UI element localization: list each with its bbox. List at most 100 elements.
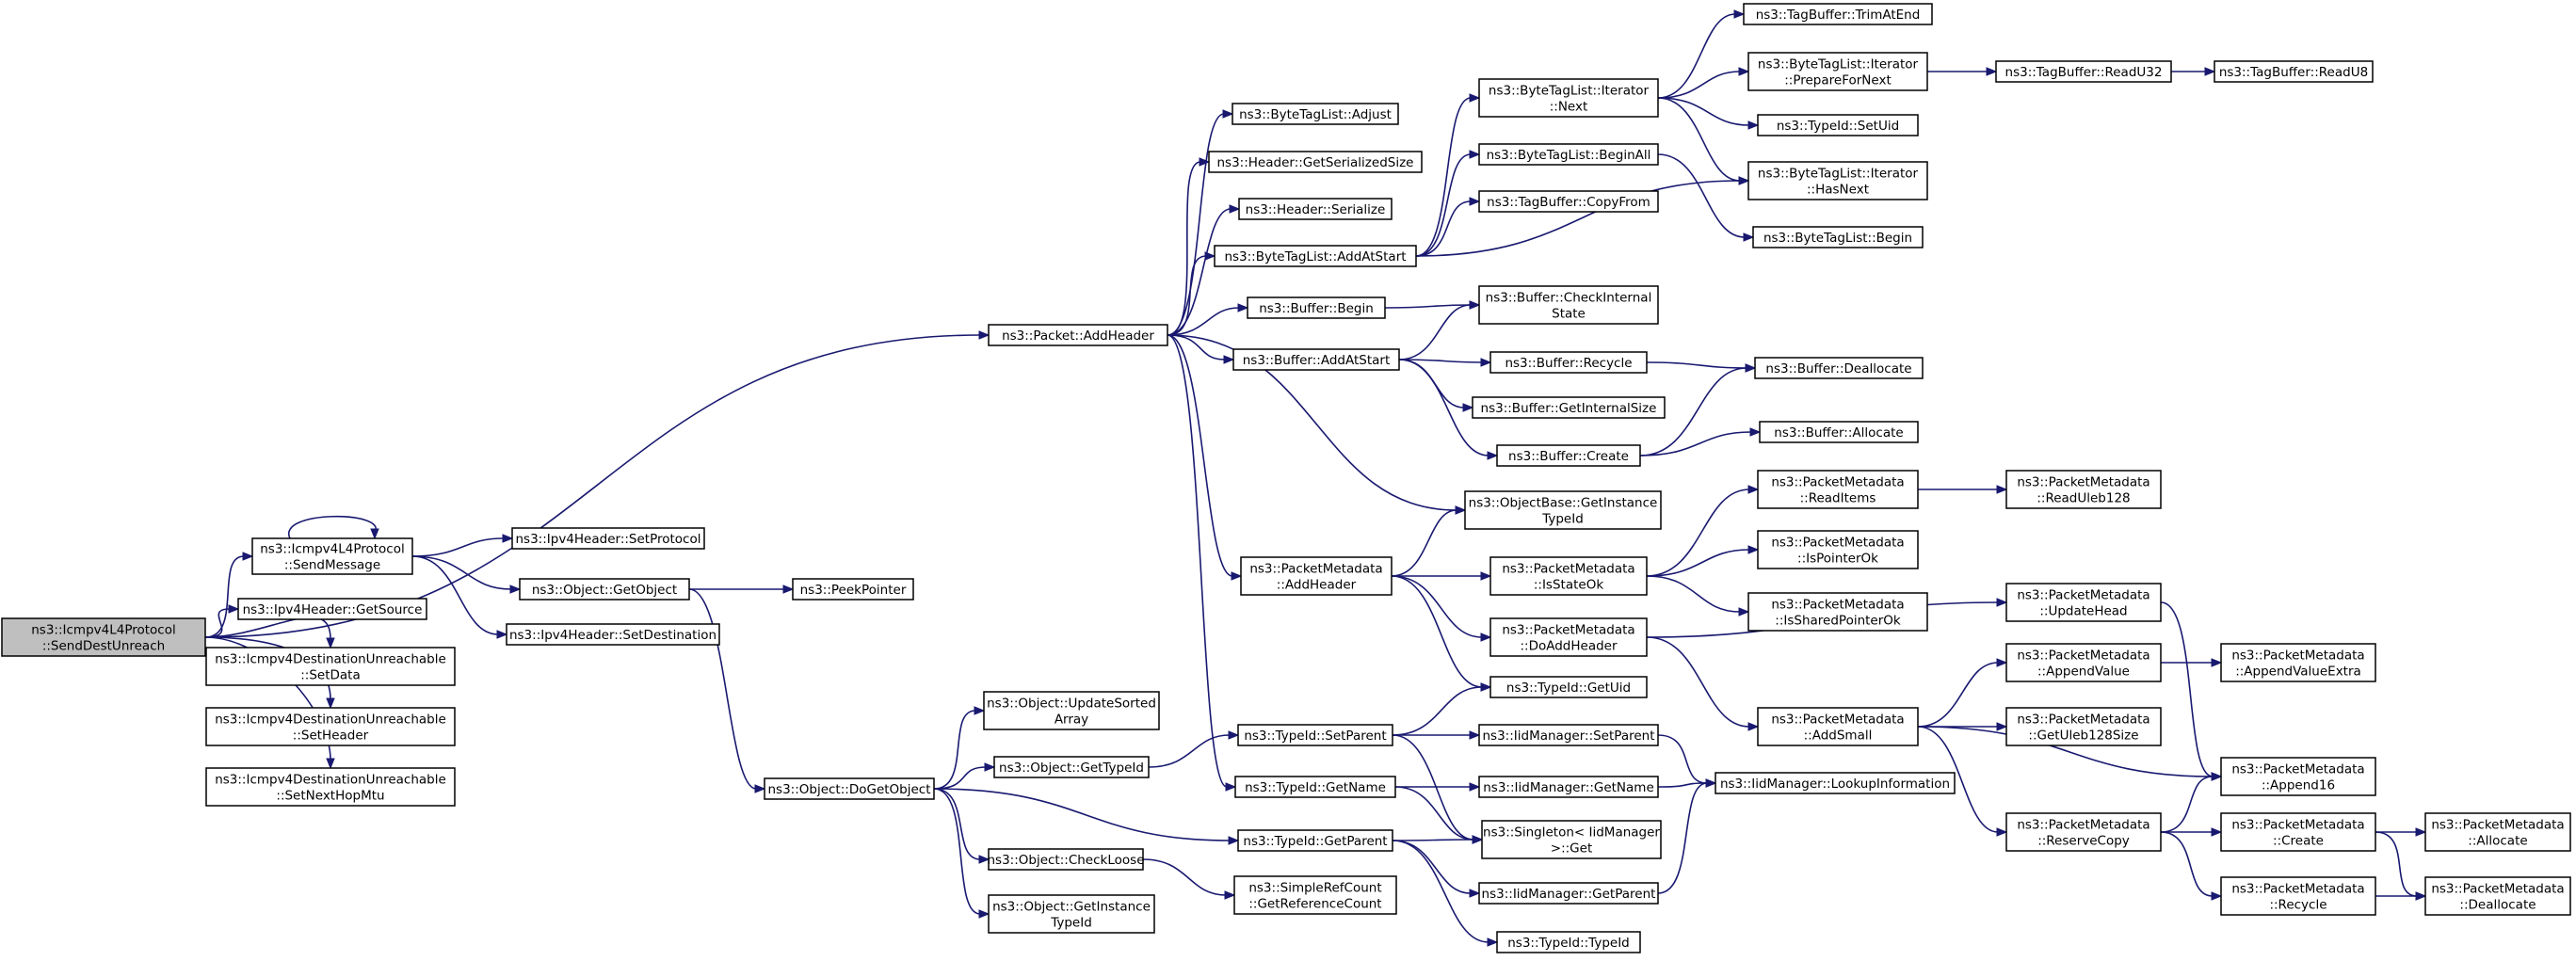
graph-node[interactable]: ns3::TypeId::SetUid <box>1757 114 1919 136</box>
edge-line <box>933 766 987 790</box>
node-label: ns3::PacketMetadata <box>2231 818 2364 833</box>
graph-node[interactable]: ns3::PacketMetadata::Allocate <box>2424 812 2571 852</box>
edge-line <box>1142 858 1227 896</box>
edge-line <box>1646 575 1741 613</box>
graph-node[interactable]: ns3::Buffer::Begin <box>1247 296 1386 319</box>
graph-node[interactable]: ns3::TagBuffer::ReadU8 <box>2214 60 2374 83</box>
graph-node[interactable]: ns3::PeekPointer <box>792 578 914 601</box>
arrowhead-icon <box>1738 607 1750 617</box>
graph-node[interactable]: ns3::IidManager::SetParent <box>1478 724 1659 746</box>
graph-node[interactable]: ns3::TagBuffer::CopyFrom <box>1478 190 1659 213</box>
graph-node[interactable]: ns3::PacketMetadata::Recycle <box>2220 876 2376 916</box>
graph-node[interactable]: ns3::TypeId::GetUid <box>1489 676 1648 698</box>
graph-node[interactable]: ns3::Buffer::GetInternalSize <box>1472 396 1666 419</box>
graph-node[interactable]: ns3::TypeId::TypeId <box>1496 931 1641 953</box>
edge-line <box>1391 575 1483 688</box>
graph-node[interactable]: ns3::Icmpv4DestinationUnreachable::SetNe… <box>205 767 456 807</box>
graph-node[interactable]: ns3::PacketMetadata::AddSmall <box>1757 707 1919 746</box>
node-label: ns3::TypeId::SetParent <box>1244 729 1386 744</box>
graph-node[interactable]: ns3::PacketMetadata::Deallocate <box>2424 876 2571 916</box>
call-edge <box>2160 772 2223 833</box>
graph-node[interactable]: ns3::Buffer::Create <box>1496 444 1641 467</box>
node-label: ns3::Buffer::Create <box>1508 449 1629 464</box>
graph-node[interactable]: ns3::TypeId::GetName <box>1234 776 1396 798</box>
node-label: ns3::ByteTagList::Iterator <box>1489 84 1650 99</box>
arrowhead-icon <box>1480 358 1492 367</box>
graph-node[interactable]: ns3::ByteTagList::BeginAll <box>1478 143 1659 166</box>
graph-node[interactable]: ns3::PacketMetadata::Append16 <box>2220 757 2376 796</box>
graph-node[interactable]: ns3::Buffer::Deallocate <box>1754 357 1924 379</box>
graph-node[interactable]: ns3::Icmpv4DestinationUnreachable::SetHe… <box>205 707 456 746</box>
edge-line <box>1398 359 1489 456</box>
graph-node[interactable]: ns3::ByteTagList::Adjust <box>1232 103 1399 125</box>
graph-node[interactable]: ns3::IidManager::GetParent <box>1478 882 1659 905</box>
graph-node[interactable]: ns3::ByteTagList::Begin <box>1752 226 1924 248</box>
graph-node[interactable]: ns3::Packet::AddHeader <box>988 324 1168 346</box>
graph-node[interactable]: ns3::Ipv4Header::SetDestination <box>506 623 720 646</box>
call-edge <box>204 552 254 638</box>
graph-node[interactable]: ns3::Buffer::AddAtStart <box>1232 348 1400 371</box>
node-box <box>1481 820 1662 859</box>
graph-node[interactable]: ns3::PacketMetadata::ReadItems <box>1757 470 1919 509</box>
arrowhead-icon <box>1204 251 1216 261</box>
graph-node[interactable]: ns3::Icmpv4L4Protocol::SendDestUnreach <box>1 617 206 657</box>
graph-node[interactable]: ns3::TypeId::SetParent <box>1237 724 1393 746</box>
graph-node[interactable]: ns3::Buffer::Recycle <box>1489 351 1648 374</box>
graph-node[interactable]: ns3::ByteTagList::Iterator::Next <box>1478 78 1659 118</box>
node-label: Array <box>1055 713 1088 728</box>
node-label: ns3::Object::DoGetObject <box>767 782 930 797</box>
graph-node[interactable]: ns3::PacketMetadata::IsPointerOk <box>1757 530 1919 569</box>
arrowhead-icon <box>1469 150 1481 159</box>
node-label: ns3::TypeId::GetParent <box>1243 834 1387 849</box>
node-label: ns3::PacketMetadata <box>1502 562 1634 577</box>
node-label: ::ReserveCopy <box>2037 834 2130 849</box>
graph-node[interactable]: ns3::Object::CheckLoose <box>987 848 1145 871</box>
graph-node[interactable]: ns3::ByteTagList::AddAtStart <box>1214 245 1417 267</box>
call-edge <box>1395 782 1481 792</box>
arrowhead-icon <box>1237 303 1249 312</box>
arrowhead-icon <box>1747 485 1760 494</box>
graph-node[interactable]: ns3::Icmpv4L4Protocol::SendMessage <box>251 537 413 575</box>
graph-node[interactable]: ns3::Header::Serialize <box>1238 198 1393 220</box>
graph-node[interactable]: ns3::Ipv4Header::SetProtocol <box>511 527 705 550</box>
graph-node[interactable]: ns3::ByteTagList::Iterator::HasNext <box>1747 161 1928 200</box>
graph-node[interactable]: ns3::TypeId::GetParent <box>1237 829 1393 852</box>
node-box <box>2220 643 2376 682</box>
graph-node[interactable]: ns3::Singleton< IidManager >::Get <box>1481 820 1662 859</box>
arrowhead-icon <box>502 534 514 543</box>
graph-node[interactable]: ns3::PacketMetadata::UpdateHead <box>2005 583 2162 622</box>
graph-node[interactable]: ns3::TagBuffer::ReadU32 <box>1995 60 2172 83</box>
graph-node[interactable]: ns3::Header::GetSerializedSize <box>1208 151 1423 173</box>
node-label: ns3::PacketMetadata <box>2017 713 2149 728</box>
graph-node[interactable]: ns3::PacketMetadata::IsSharedPointerOk <box>1747 592 1928 632</box>
graph-node[interactable]: ns3::PacketMetadata::GetUleb128Size <box>2005 707 2162 746</box>
graph-node[interactable]: ns3::IidManager::LookupInformation <box>1715 772 1956 794</box>
graph-node[interactable]: ns3::PacketMetadata::DoAddHeader <box>1489 617 1648 657</box>
graph-node[interactable]: ns3::Object::DoGetObject <box>764 777 935 800</box>
graph-node[interactable]: ns3::SimpleRefCount::GetReferenceCount <box>1233 875 1397 915</box>
graph-node[interactable]: ns3::Icmpv4DestinationUnreachable::SetDa… <box>205 647 456 686</box>
graph-node[interactable]: ns3::PacketMetadata::ReadUleb128 <box>2005 470 2162 509</box>
graph-node[interactable]: ns3::PacketMetadata::Create <box>2220 812 2376 852</box>
graph-node[interactable]: ns3::Object::GetObject <box>519 578 690 601</box>
graph-node[interactable]: ns3::ByteTagList::Iterator::PrepareForNe… <box>1747 52 1928 91</box>
graph-node[interactable]: ns3::Object::GetTypeId <box>993 756 1150 778</box>
edge-line <box>1657 97 1750 126</box>
node-label: ns3::ByteTagList::Iterator <box>1758 167 1919 182</box>
graph-node[interactable]: ns3::PacketMetadata::ReserveCopy <box>2005 812 2162 852</box>
graph-node[interactable]: ns3::Buffer::Allocate <box>1759 421 1919 443</box>
graph-node[interactable]: ns3::Ipv4Header::GetSource <box>237 598 427 620</box>
graph-node[interactable]: ns3::PacketMetadata::IsStateOk <box>1489 556 1648 596</box>
graph-node[interactable]: ns3::PacketMetadata::AppendValue <box>2005 643 2162 682</box>
node-label: ns3::Buffer::Deallocate <box>1765 361 1911 376</box>
graph-node[interactable]: ns3::IidManager::GetName <box>1478 776 1659 798</box>
graph-node[interactable]: ns3::TagBuffer::TrimAtEnd <box>1743 3 1933 25</box>
arrowhead-icon <box>1228 836 1240 845</box>
graph-node[interactable]: ns3::PacketMetadata::AppendValueExtra <box>2220 643 2376 682</box>
node-label: ns3::Object::GetObject <box>532 583 677 598</box>
graph-node[interactable]: ns3::PacketMetadata::AddHeader <box>1240 556 1393 596</box>
